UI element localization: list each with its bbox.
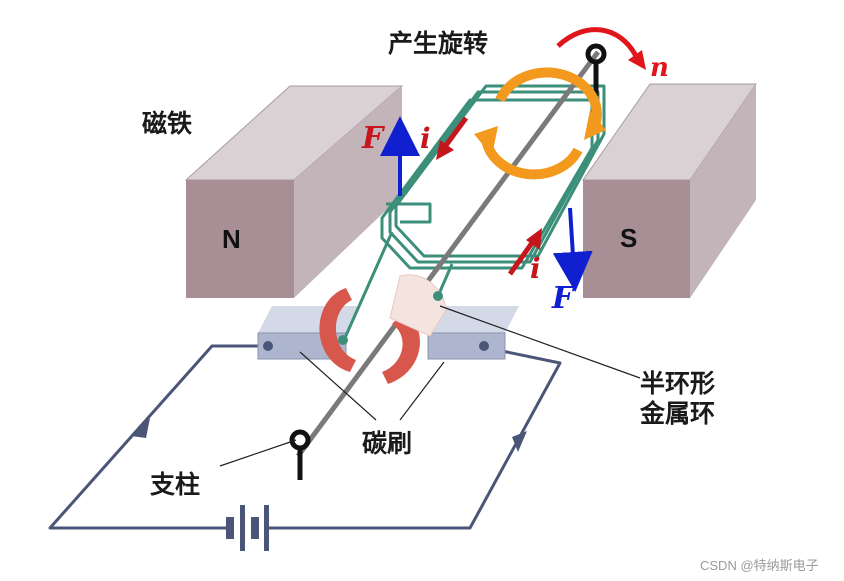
brush-right [427, 306, 519, 360]
axle [295, 50, 601, 458]
current-symbol-right: i [530, 252, 541, 285]
half-ring-commutator [319, 274, 447, 384]
coil-rotation-arrow-icon [474, 67, 606, 180]
rotation-direction-arrow-icon [556, 27, 646, 70]
magnet-south [582, 83, 757, 298]
watermark: CSDN @特纳斯电子 [700, 558, 819, 573]
coil-lead [342, 231, 454, 341]
current-arrow-left-wire [131, 418, 150, 438]
current-arrow-bottom [507, 228, 542, 276]
pole-s-label: S [620, 223, 637, 253]
support-pin-bottom [289, 429, 311, 480]
rotation-label: 产生旋转 [388, 29, 488, 58]
brush-label: 碳刷 [362, 429, 412, 458]
current-arrow-top [436, 116, 469, 160]
battery [226, 505, 269, 551]
magnet-north [184, 85, 404, 298]
force-symbol-left: F [361, 121, 386, 156]
support-pin-top [585, 43, 607, 96]
magnet-label: 磁铁 [142, 109, 192, 138]
current-arrow-right-wire [512, 431, 527, 452]
half-ring-label-line2: 金属环 [639, 399, 715, 428]
pole-n-label: N [222, 224, 241, 254]
rotation-speed-symbol: n [650, 53, 669, 83]
support-label: 支柱 [150, 470, 200, 499]
leader-lines [219, 305, 641, 467]
force-arrow-right [552, 207, 593, 292]
force-symbol-right: F [551, 281, 576, 316]
brush-left [257, 306, 360, 360]
circuit-wire [48, 344, 562, 530]
half-ring-label-line1: 半环形 [640, 369, 715, 398]
current-symbol-left: i [420, 122, 431, 155]
